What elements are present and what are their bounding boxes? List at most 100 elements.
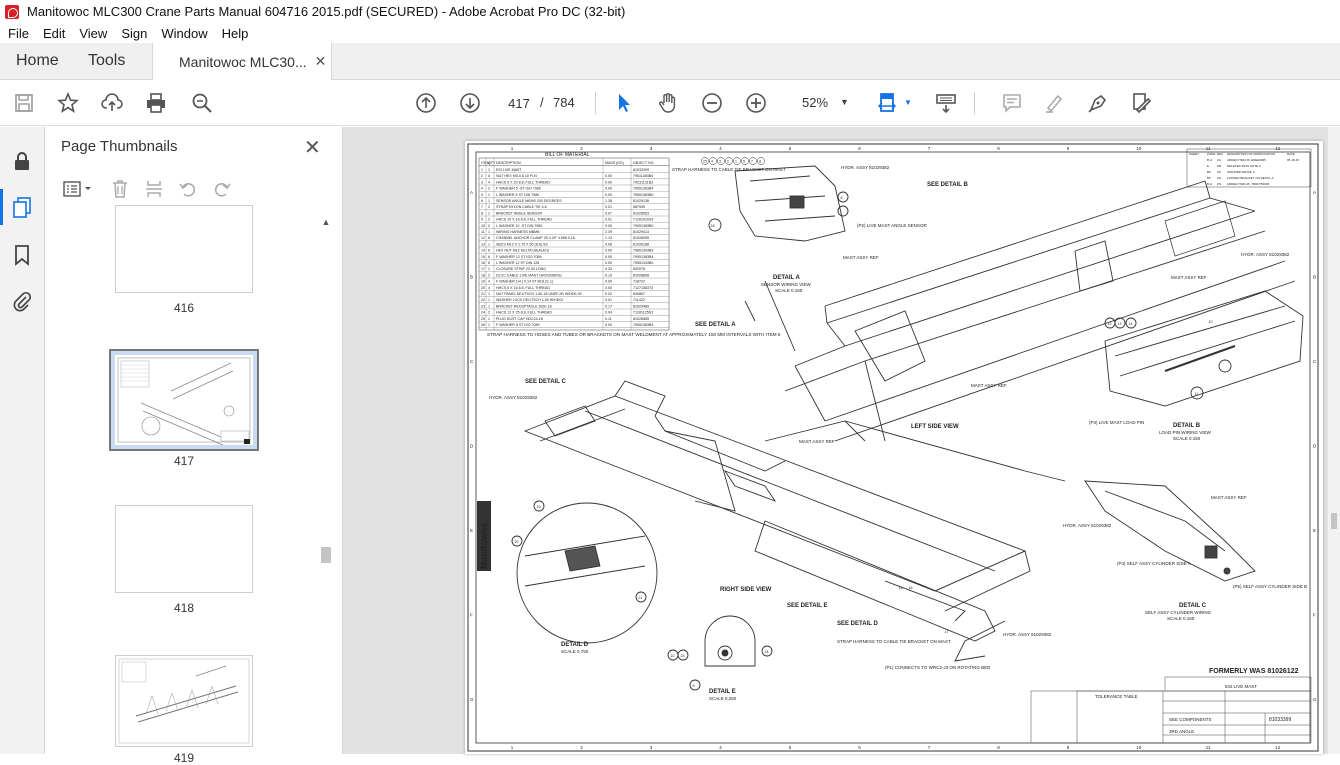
detail-b-scale: SCALE 0.150 [1173, 436, 1201, 441]
bom-cell: 0.04 [605, 311, 612, 315]
upload-cloud-icon[interactable] [100, 91, 124, 115]
page-thumbnails-panel: Page Thumbnails ✕ 416 [45, 127, 343, 765]
callout-balloon [725, 157, 733, 165]
keyboard-scroll-icon[interactable] [934, 91, 958, 115]
save-icon[interactable] [12, 91, 36, 115]
grid-row-letter: B [470, 275, 473, 280]
menu-file[interactable]: File [8, 25, 29, 41]
bom-cell: 0.33 [605, 267, 612, 271]
bom-cell: 6 [488, 255, 490, 259]
bom-cell: 2 [488, 311, 490, 315]
bom-cell: 0.00 [605, 255, 612, 259]
menu-view[interactable]: View [79, 25, 108, 41]
bom-cell: 79551383B4 [633, 187, 653, 191]
next-page-icon[interactable] [458, 91, 482, 115]
document-scrollbar-thumb[interactable] [1331, 513, 1337, 529]
bom-cell: 6 [488, 236, 490, 240]
bookmarks-icon[interactable] [10, 243, 34, 267]
thumbnail-options-menu-icon[interactable] [59, 176, 99, 202]
grid-row-letter: D [470, 444, 474, 449]
grid-row-letter: B [1313, 275, 1316, 280]
grid-column-number: 2 [580, 146, 583, 151]
print-icon[interactable] [144, 91, 168, 115]
delete-page-icon[interactable] [107, 176, 133, 202]
bom-cell: 0.01 [605, 205, 612, 209]
bom-cell: WASHER LOCK DEUTSCH 1.50 W/HD02 [496, 298, 563, 302]
bom-cell: 0.01 [605, 218, 612, 222]
page-thumbnail-419[interactable] [115, 655, 253, 747]
rotate-left-icon[interactable] [175, 176, 201, 202]
detail-e-label: DETAIL E [709, 689, 736, 695]
bom-cell: 640867 [633, 292, 645, 296]
highlight-pen-icon[interactable] [1042, 91, 1066, 115]
zoom-search-icon[interactable] [190, 91, 214, 115]
bom-header-cell: OBJECT NO. [633, 161, 655, 165]
bom-cell: L WASHER 10 -ST DIN 7980 [496, 224, 542, 228]
previous-page-icon[interactable] [414, 91, 438, 115]
rotate-right-icon[interactable] [209, 176, 235, 202]
page-thumbnail-418[interactable] [115, 505, 253, 593]
bom-cell: 0.00 [605, 193, 612, 197]
lock-icon[interactable] [10, 149, 34, 173]
manitowoc-logo-text: Manitowoc [479, 523, 489, 570]
see-detail-d-label: SEE DETAIL D [837, 621, 878, 627]
attachments-paperclip-icon[interactable] [10, 289, 34, 313]
menu-sign[interactable]: Sign [121, 25, 148, 41]
zoom-out-icon[interactable] [700, 91, 724, 115]
fit-page-dropdown-icon[interactable]: ▼ [904, 98, 912, 107]
grid-column-number: 12 [1275, 146, 1281, 151]
thumbnail-scrollbar[interactable]: ▲ [318, 215, 334, 754]
bom-cell: CHANNEL ANCHOR CLAMP 25.4 OF 4.558 0.16 [496, 236, 575, 240]
revision-cell: ZA [1217, 158, 1221, 162]
detail-a-label: DETAIL A [773, 275, 801, 281]
page-thumbnail-416[interactable] [115, 205, 253, 293]
zoom-in-icon[interactable] [744, 91, 768, 115]
thumbnail-drawing-preview [115, 355, 253, 446]
comment-icon[interactable] [1000, 91, 1024, 115]
bookmark-star-icon[interactable] [56, 91, 80, 115]
callout-number: 3 [719, 160, 721, 164]
bom-cell: 79661343B3 [633, 249, 653, 253]
select-cursor-icon[interactable] [612, 91, 636, 115]
extract-pages-icon[interactable] [141, 176, 167, 202]
draw-pen-icon[interactable] [1086, 91, 1110, 115]
tab-document[interactable]: Manitowoc MLC30... ✕ [152, 43, 332, 80]
bom-cell: 1.13 [605, 236, 612, 240]
zoom-level-select[interactable]: 52% ▼ [790, 95, 860, 110]
scroll-up-arrow-icon[interactable]: ▲ [321, 217, 331, 227]
close-panel-icon[interactable]: ✕ [304, 137, 321, 159]
detail-a-sensor-drawing [708, 165, 849, 242]
current-page-input[interactable]: 417 [500, 90, 538, 116]
bom-cell: 687955 [633, 205, 645, 209]
tab-home[interactable]: Home [16, 52, 59, 69]
hand-tool-icon[interactable] [656, 91, 680, 115]
bom-cell: 0.02 [605, 292, 612, 296]
page-thumbnails-icon[interactable] [0, 189, 34, 225]
bom-cell: 1.38 [605, 199, 612, 203]
fit-page-icon[interactable] [876, 91, 900, 115]
tab-tools[interactable]: Tools [88, 52, 126, 69]
menu-help[interactable]: Help [221, 25, 249, 41]
callout-balloon [717, 157, 725, 165]
tab-close-icon[interactable]: ✕ [314, 53, 327, 69]
page-thumbnail-417[interactable] [109, 349, 259, 451]
document-scrollbar[interactable] [1328, 127, 1340, 754]
thumbnail-label: 418 [173, 601, 195, 615]
bom-cell: 17 [481, 267, 485, 271]
bom-cell: SBCS M12 X 1.75 X 50 (8.8) SS [496, 242, 548, 246]
menu-window[interactable]: Window [161, 25, 208, 41]
bom-cell: 1 [488, 193, 490, 197]
scrollbar-thumb[interactable] [321, 547, 331, 563]
redact-edit-icon[interactable] [1130, 91, 1154, 115]
bom-cell: 0.01 [605, 298, 612, 302]
see-components-label: SEE COMPONENTS [1169, 717, 1212, 722]
toolbar-divider [595, 92, 596, 114]
bom-cell: 0.00 [605, 174, 612, 178]
callout-balloon [741, 157, 749, 165]
grid-column-number: 8 [997, 146, 1000, 151]
revision-header-cell: ZONE [1207, 152, 1215, 156]
menu-edit[interactable]: Edit [42, 25, 66, 41]
hydr-assy-label-c: HYDR. ASSY 81029382 [1063, 523, 1112, 528]
bom-cell: 81033399 [633, 168, 649, 172]
